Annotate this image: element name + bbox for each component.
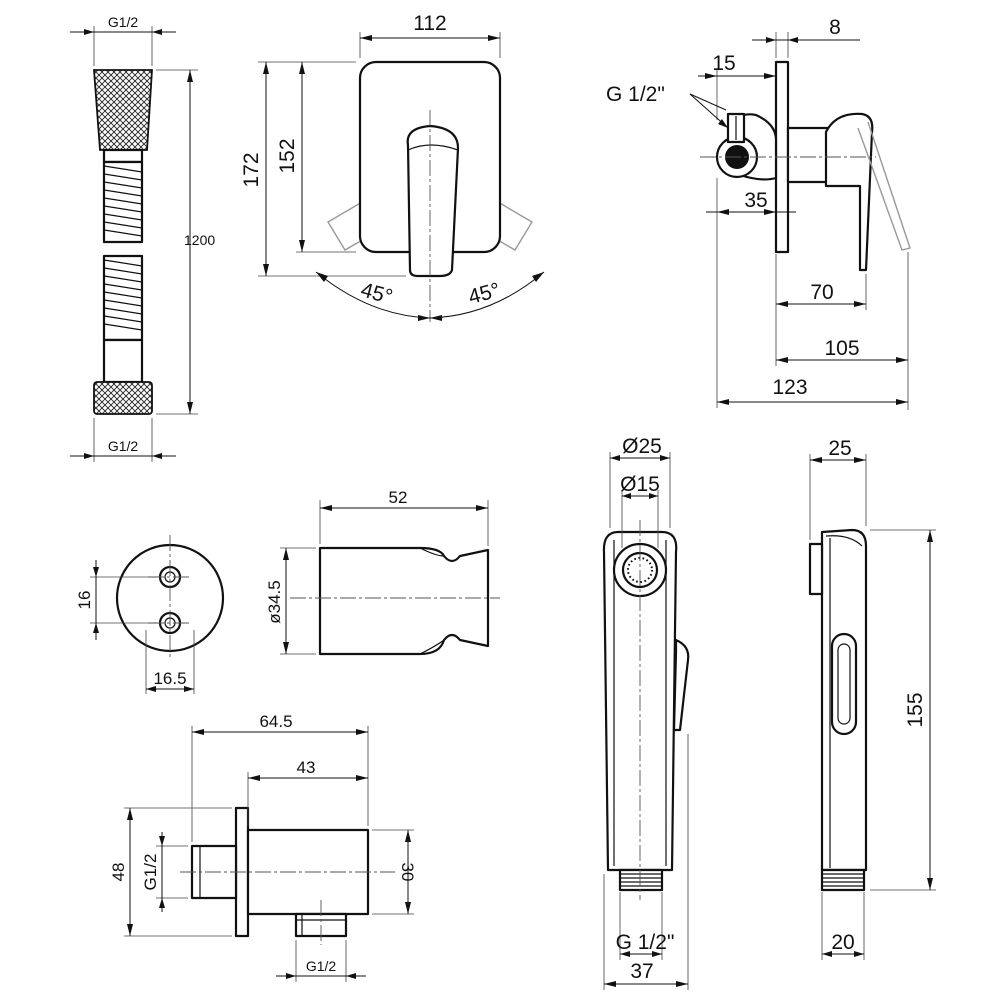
hose-length-label: 1200 <box>184 232 215 248</box>
side-depth-35-label: 35 <box>744 189 767 212</box>
side-plate-thickness-label: 8 <box>829 16 841 39</box>
mixer-angle-right-label: 45° <box>466 279 503 309</box>
holder-length-label: 52 <box>389 488 408 507</box>
holder-hole-spacing-label: 16 <box>75 591 94 610</box>
mixer-side-view: 8 15 G 1/2" 35 70 105 123 <box>606 16 911 410</box>
sprayer-thread-label: G 1/2" <box>616 931 675 954</box>
mixer-outer-height-label: 172 <box>240 152 263 187</box>
mixer-width-label: 112 <box>413 12 446 35</box>
sprayer-trigger <box>672 638 690 732</box>
outlet-body-length-label: 43 <box>297 758 316 777</box>
outlet-body-height-label: 30 <box>398 863 417 882</box>
hose-bottom-nut <box>93 381 153 415</box>
outlet-height-label: 48 <box>109 863 128 882</box>
hose-top-nut <box>93 69 153 151</box>
side-handle <box>824 112 874 272</box>
outlet-bottom-thread-label: G1/2 <box>306 958 337 974</box>
mixer-angle-left-label: 45° <box>358 279 395 309</box>
sprayer-side-top-width-label: 25 <box>828 437 851 460</box>
outlet-total-length-label: 64.5 <box>259 712 292 731</box>
side-offset-label: 15 <box>712 52 735 75</box>
mixer-inner-height-label: 152 <box>276 138 299 173</box>
mixer-lever <box>406 124 460 278</box>
hose-bottom-thread-label: G1/2 <box>108 438 139 454</box>
side-depth-70-label: 70 <box>810 281 833 304</box>
side-depth-123-label: 123 <box>772 376 807 399</box>
sprayer-side-nozzle <box>808 542 824 596</box>
hose-view: G1/2 G1/2 1200 <box>70 14 215 462</box>
sprayer-side-trigger-slot <box>830 632 858 736</box>
hose-top-thread-label: G1/2 <box>108 14 139 30</box>
wall-outlet-view: 64.5 43 48 G1/2 30 G1/2 <box>109 712 417 982</box>
holder-front-view: 16 16.5 <box>75 535 225 694</box>
holder-hole-offset-label: 16.5 <box>153 669 186 688</box>
mixer-front-view: 112 172 152 45° 45° <box>240 12 545 322</box>
sprayer-side-view: 25 155 20 <box>808 437 936 960</box>
sprayer-front-view: Ø25 Ø15 G 1/2" 37 <box>602 435 690 990</box>
sprayer-front-thread <box>618 868 664 892</box>
sprayer-inner-diameter-label: Ø15 <box>620 473 660 496</box>
side-depth-105-label: 105 <box>824 337 859 360</box>
holder-diameter-label: ø34.5 <box>265 580 284 623</box>
sprayer-width-label: 37 <box>630 960 653 983</box>
holder-side-view: 52 ø34.5 <box>265 488 500 656</box>
holder-cup-body <box>318 546 490 656</box>
sprayer-side-thread <box>820 868 866 892</box>
sprayer-side-length-label: 155 <box>904 692 927 727</box>
hose-upper-segment <box>102 160 144 244</box>
outlet-side-thread-label: G1/2 <box>141 854 160 891</box>
sprayer-outer-diameter-label: Ø25 <box>622 435 662 458</box>
sprayer-side-bottom-width-label: 20 <box>831 931 854 954</box>
side-thread-label: G 1/2" <box>606 83 665 106</box>
